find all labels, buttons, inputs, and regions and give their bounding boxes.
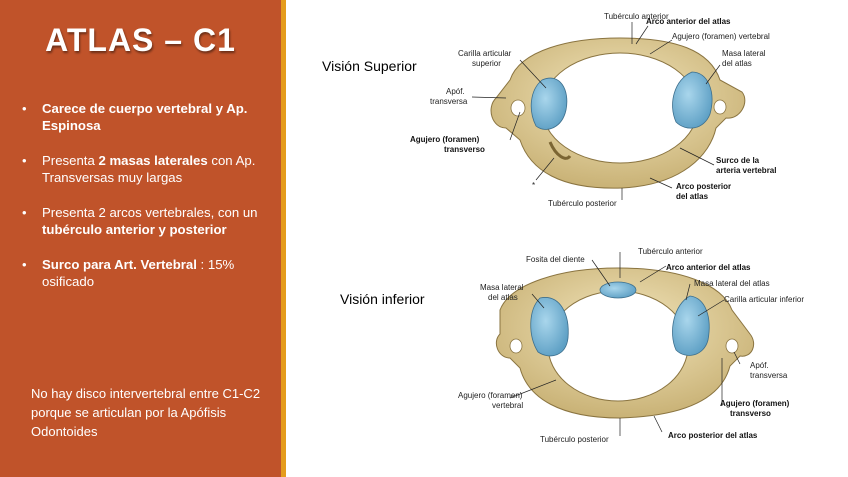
inferior-label-agujero-vert-1: Agujero (foramen) <box>458 391 523 400</box>
bullet-text: Presenta <box>42 153 98 168</box>
superior-view-label: Visión Superior <box>322 58 417 74</box>
slide-title: ATLAS – C1 <box>0 22 281 59</box>
superior-label-agujero-tr-2: transverso <box>444 145 485 154</box>
superior-label-carilla-2: superior <box>472 59 501 68</box>
bullet-text: tubérculo anterior y posterior <box>42 222 227 237</box>
superior-label-asterisk: * <box>532 181 535 190</box>
inferior-label-carilla-inf: Carilla articular inferior <box>724 295 804 304</box>
superior-label-agujero-vert: Agujero (foramen) vertebral <box>672 32 770 41</box>
superior-label-arco-post-1: Arco posterior <box>676 182 731 191</box>
inferior-label-agujero-tr-1: Agujero (foramen) <box>720 399 790 408</box>
superior-label-agujero-tr-1: Agujero (foramen) <box>410 135 480 144</box>
inferior-label-masa-l-2: del atlas <box>488 293 518 302</box>
inferior-label-tub-post: Tubérculo posterior <box>540 435 609 444</box>
atlas-bone-inferior <box>496 268 753 418</box>
bullet-text: Carece de cuerpo vertebral y Ap. Espinos… <box>42 101 247 133</box>
inferior-label-apof-2: transversa <box>750 371 788 380</box>
atlas-inferior-illustration: Tubérculo anterior Fosita del diente Arc… <box>440 238 820 448</box>
bullet-text: Presenta 2 arcos vertebrales, con un <box>42 205 258 220</box>
superior-label-arco-post-2: del atlas <box>676 192 709 201</box>
superior-label-surco-2: arteria vertebral <box>716 166 776 175</box>
inferior-label-masa-r: Masa lateral del atlas <box>694 279 770 288</box>
bullet-item: Presenta 2 arcos vertebrales, con un tub… <box>22 204 272 238</box>
superior-label-apof-1: Apóf. <box>446 87 465 96</box>
inferior-label-agujero-tr-2: transverso <box>730 409 771 418</box>
left-panel: ATLAS – C1 Carece de cuerpo vertebral y … <box>0 0 281 477</box>
bullet-item: Carece de cuerpo vertebral y Ap. Espinos… <box>22 100 272 134</box>
inferior-label-tub-ant: Tubérculo anterior <box>638 247 703 256</box>
inferior-label-masa-l-1: Masa lateral <box>480 283 524 292</box>
accent-stripe <box>281 0 286 477</box>
superior-label-arco-ant: Arco anterior del atlas <box>646 17 731 26</box>
superior-label-carilla-1: Carilla articular <box>458 49 512 58</box>
atlas-bone-superior <box>491 38 745 188</box>
inferior-label-apof-1: Apóf. <box>750 361 769 370</box>
inferior-label-arco-post: Arco posterior del atlas <box>668 431 758 440</box>
bullet-item: Presenta 2 masas laterales con Ap. Trans… <box>22 152 272 186</box>
superior-label-tub-post: Tubérculo posterior <box>548 199 617 208</box>
inferior-label-arco-ant: Arco anterior del atlas <box>666 263 751 272</box>
bullet-list: Carece de cuerpo vertebral y Ap. Espinos… <box>22 100 272 308</box>
bullet-text: 2 masas laterales <box>98 153 207 168</box>
atlas-superior-illustration: Tubérculo anterior Arco anterior del atl… <box>410 10 810 225</box>
superior-label-masa-1: Masa lateral <box>722 49 766 58</box>
inferior-label-fosita: Fosita del diente <box>526 255 585 264</box>
superior-label-apof-2: transversa <box>430 97 468 106</box>
bullet-text: Surco para Art. Vertebral <box>42 257 197 272</box>
bullet-item: Surco para Art. Vertebral : 15% osificad… <box>22 256 272 290</box>
superior-label-masa-2: del atlas <box>722 59 752 68</box>
note-text: No hay disco intervertebral entre C1-C2 … <box>31 384 266 441</box>
superior-label-surco-1: Surco de la <box>716 156 760 165</box>
inferior-label-agujero-vert-2: vertebral <box>492 401 523 410</box>
inferior-view-label: Visión inferior <box>340 291 425 307</box>
